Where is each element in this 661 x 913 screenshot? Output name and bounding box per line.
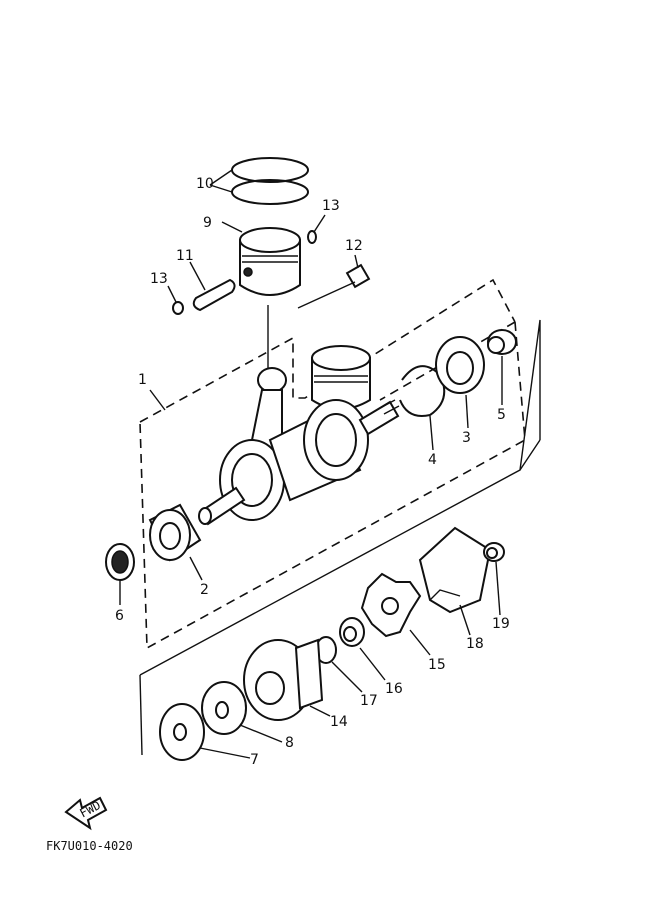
label-13-left: 13: [150, 271, 168, 287]
label-1: 1: [138, 372, 147, 388]
label-19: 19: [492, 616, 510, 632]
label-14: 14: [330, 714, 348, 730]
circlip-ring: [399, 365, 446, 417]
connecting-rod: [248, 305, 287, 451]
label-10: 10: [196, 176, 214, 192]
coupling-14: [243, 638, 324, 721]
label-9: 9: [203, 215, 212, 231]
washer-19: [483, 542, 505, 562]
oil-seal: [105, 543, 135, 581]
label-16: 16: [385, 681, 403, 697]
part-code: FK7U010-4020: [46, 839, 133, 853]
label-5: 5: [497, 407, 506, 423]
bearing-right: [435, 336, 485, 394]
spacer-16: [339, 617, 365, 647]
label-2: 2: [200, 582, 209, 598]
leader-lines: [119, 169, 503, 759]
label-4: 4: [428, 452, 437, 468]
coupling-18: [418, 526, 492, 614]
label-6: 6: [115, 608, 124, 624]
damper-15: [360, 572, 422, 638]
bearing-left: [148, 503, 202, 562]
piston-rings: [231, 157, 309, 205]
small-end-bearing: [345, 263, 371, 289]
label-11: 11: [176, 248, 194, 264]
label-13-right: 13: [322, 198, 340, 214]
plate-7: [159, 703, 205, 761]
fwd-arrow-icon: FWD: [64, 796, 108, 831]
circlip-left: [172, 301, 184, 315]
label-17: 17: [360, 693, 378, 709]
label-8: 8: [285, 735, 294, 751]
label-12: 12: [345, 238, 363, 254]
label-7: 7: [250, 752, 259, 768]
label-3: 3: [462, 430, 471, 446]
piston: [239, 227, 301, 296]
circlip-right: [307, 230, 317, 244]
label-18: 18: [466, 636, 484, 652]
collar: [487, 329, 517, 355]
crankshaft: [198, 399, 400, 526]
washer-8: [201, 681, 247, 735]
lower-assembly-outline: [139, 319, 541, 756]
label-15: 15: [428, 657, 446, 673]
piston-pin: [192, 278, 236, 312]
